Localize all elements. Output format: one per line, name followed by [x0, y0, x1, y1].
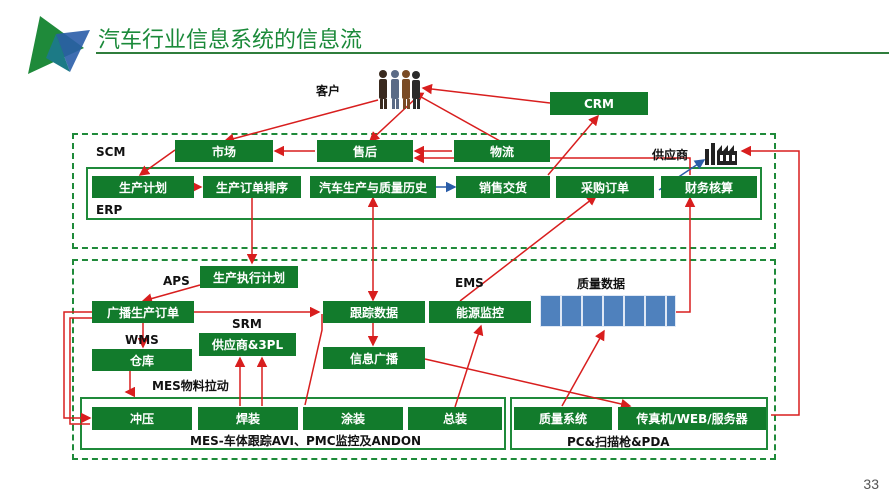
erp-label: ERP	[96, 203, 123, 217]
node-logistics[interactable]: 物流	[454, 140, 550, 162]
node-production-plan[interactable]: 生产计划	[92, 176, 194, 198]
quality-data-cell	[603, 295, 624, 327]
pc-frame	[510, 397, 768, 450]
supplier-label: 供应商	[652, 148, 689, 162]
node-tracking-data[interactable]: 跟踪数据	[323, 301, 425, 323]
customer-label: 客户	[316, 84, 341, 98]
node-stamping[interactable]: 冲压	[92, 407, 192, 430]
node-financial-accounting[interactable]: 财务核算	[661, 176, 757, 198]
quality-data-cell	[582, 295, 603, 327]
scm-label: SCM	[96, 145, 126, 159]
node-energy-monitoring[interactable]: 能源监控	[429, 301, 531, 323]
people-group-icon	[373, 68, 423, 110]
node-welding[interactable]: 焊装	[198, 407, 298, 430]
srm-label: SRM	[232, 317, 262, 331]
node-supplier-3pl[interactable]: 供应商&3PL	[199, 333, 296, 356]
page-number: 33	[863, 476, 879, 492]
quality-data-cell	[624, 295, 645, 327]
pc-footer-label: PC&扫描枪&PDA	[567, 435, 670, 449]
logo	[26, 14, 92, 76]
erp-frame	[86, 167, 762, 220]
plant-frame	[72, 259, 776, 460]
node-prod-quality-history[interactable]: 汽车生产与质量历史	[310, 176, 436, 198]
node-order-sequencing[interactable]: 生产订单排序	[203, 176, 301, 198]
node-warehouse[interactable]: 仓库	[92, 349, 192, 371]
node-after-sales[interactable]: 售后	[317, 140, 413, 162]
page-title: 汽车行业信息系统的信息流	[98, 28, 363, 53]
node-production-execution-plan[interactable]: 生产执行计划	[200, 266, 298, 288]
node-purchase-order[interactable]: 采购订单	[556, 176, 654, 198]
node-market[interactable]: 市场	[175, 140, 273, 162]
title-underline	[96, 52, 889, 54]
node-painting[interactable]: 涂装	[303, 407, 403, 430]
node-broadcast-order[interactable]: 广播生产订单	[92, 301, 194, 323]
node-quality-system[interactable]: 质量系统	[514, 407, 612, 430]
quality-data-cell	[561, 295, 582, 327]
node-info-broadcast[interactable]: 信息广播	[323, 347, 425, 369]
node-assembly[interactable]: 总装	[408, 407, 502, 430]
quality-data-cell	[645, 295, 666, 327]
quality-data-label: 质量数据	[577, 277, 626, 291]
node-crm[interactable]: CRM	[550, 92, 648, 115]
wms-label: WMS	[125, 333, 159, 347]
scm-frame	[72, 133, 776, 249]
mes-pull-label: MES物料拉动	[152, 379, 229, 393]
mes-footer-label: MES-车体跟踪AVI、PMC监控及ANDON	[190, 434, 422, 448]
node-fax-web-server[interactable]: 传真机/WEB/服务器	[618, 407, 766, 430]
quality-data-cell	[540, 295, 561, 327]
node-sales-delivery[interactable]: 销售交货	[456, 176, 550, 198]
ems-label: EMS	[455, 276, 484, 290]
factory-icon	[705, 141, 739, 165]
quality-data-cell	[666, 295, 676, 327]
aps-label: APS	[163, 274, 190, 288]
